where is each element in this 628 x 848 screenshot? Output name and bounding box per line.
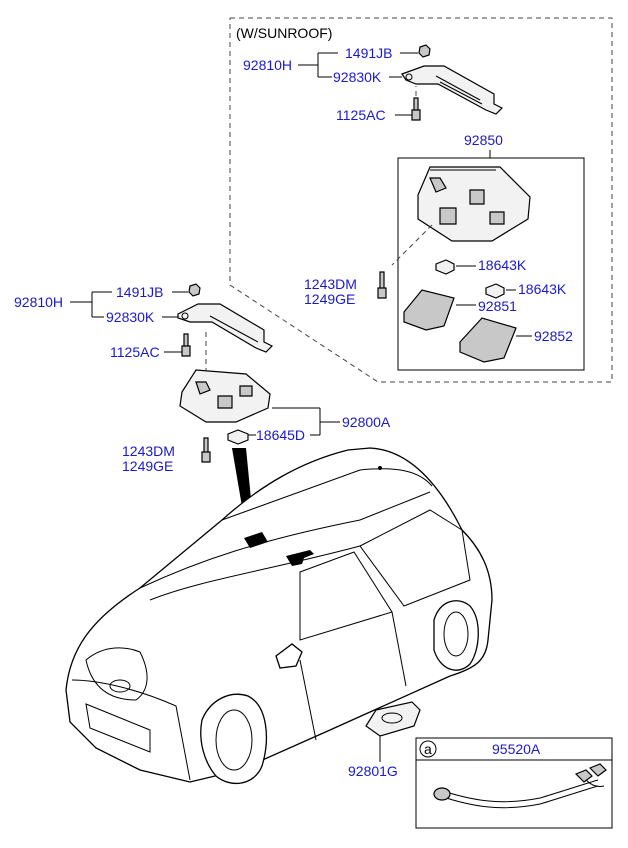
lens-92852 xyxy=(459,317,517,363)
bracket-92830K xyxy=(177,303,274,353)
label-1243DM[interactable]: 1243DM xyxy=(122,443,175,459)
label-18643K-a[interactable]: 18643K xyxy=(478,257,527,273)
roof-lamp-front xyxy=(244,532,268,548)
label-92852[interactable]: 92852 xyxy=(534,328,573,344)
label-1249GE[interactable]: 1249GE xyxy=(122,458,173,474)
harness-marker xyxy=(286,550,314,566)
label-1125AC-top[interactable]: 1125AC xyxy=(336,107,386,123)
screw-1125AC xyxy=(181,333,191,357)
sunroof-boundary xyxy=(229,17,613,383)
bulb-18645D xyxy=(227,429,249,445)
label-92851[interactable]: 92851 xyxy=(478,298,517,314)
screw-1243DM xyxy=(201,437,211,463)
bulb-18643K-b xyxy=(485,283,505,299)
label-92801G[interactable]: 92801G xyxy=(348,763,398,779)
label-92810H[interactable]: 92810H xyxy=(14,294,63,310)
label-18643K-b[interactable]: 18643K xyxy=(518,281,567,297)
inset-95520A xyxy=(415,737,613,829)
inset-label-a: a xyxy=(424,741,432,757)
label-92850[interactable]: 92850 xyxy=(464,132,503,148)
label-1243DM-top[interactable]: 1243DM xyxy=(304,276,357,292)
bulb-18643K-a xyxy=(435,259,455,275)
screw-1243DM-top xyxy=(377,271,387,299)
label-92810H-top[interactable]: 92810H xyxy=(243,57,292,73)
sunroof-label: (W/SUNROOF) xyxy=(236,25,332,41)
clip-1491JB-top xyxy=(418,44,431,58)
screw-1125AC-top xyxy=(411,97,421,121)
label-92800A[interactable]: 92800A xyxy=(342,414,391,430)
box-92850 xyxy=(397,157,585,371)
lens-92851 xyxy=(403,289,455,331)
label-1491JB-top[interactable]: 1491JB xyxy=(345,45,392,61)
label-1491JB[interactable]: 1491JB xyxy=(116,284,163,300)
label-18645D[interactable]: 18645D xyxy=(256,427,305,443)
harness-95520A xyxy=(433,763,607,809)
label-95520A[interactable]: 95520A xyxy=(492,741,541,757)
car-illustration xyxy=(65,447,493,785)
label-1125AC[interactable]: 1125AC xyxy=(110,344,160,360)
label-92830K-top[interactable]: 92830K xyxy=(333,69,382,85)
label-1249GE-top[interactable]: 1249GE xyxy=(304,291,355,307)
clip-1491JB xyxy=(188,283,201,297)
inset-circle-a xyxy=(419,740,437,758)
label-92830K[interactable]: 92830K xyxy=(106,309,155,325)
bracket-92830K-top xyxy=(401,65,504,115)
